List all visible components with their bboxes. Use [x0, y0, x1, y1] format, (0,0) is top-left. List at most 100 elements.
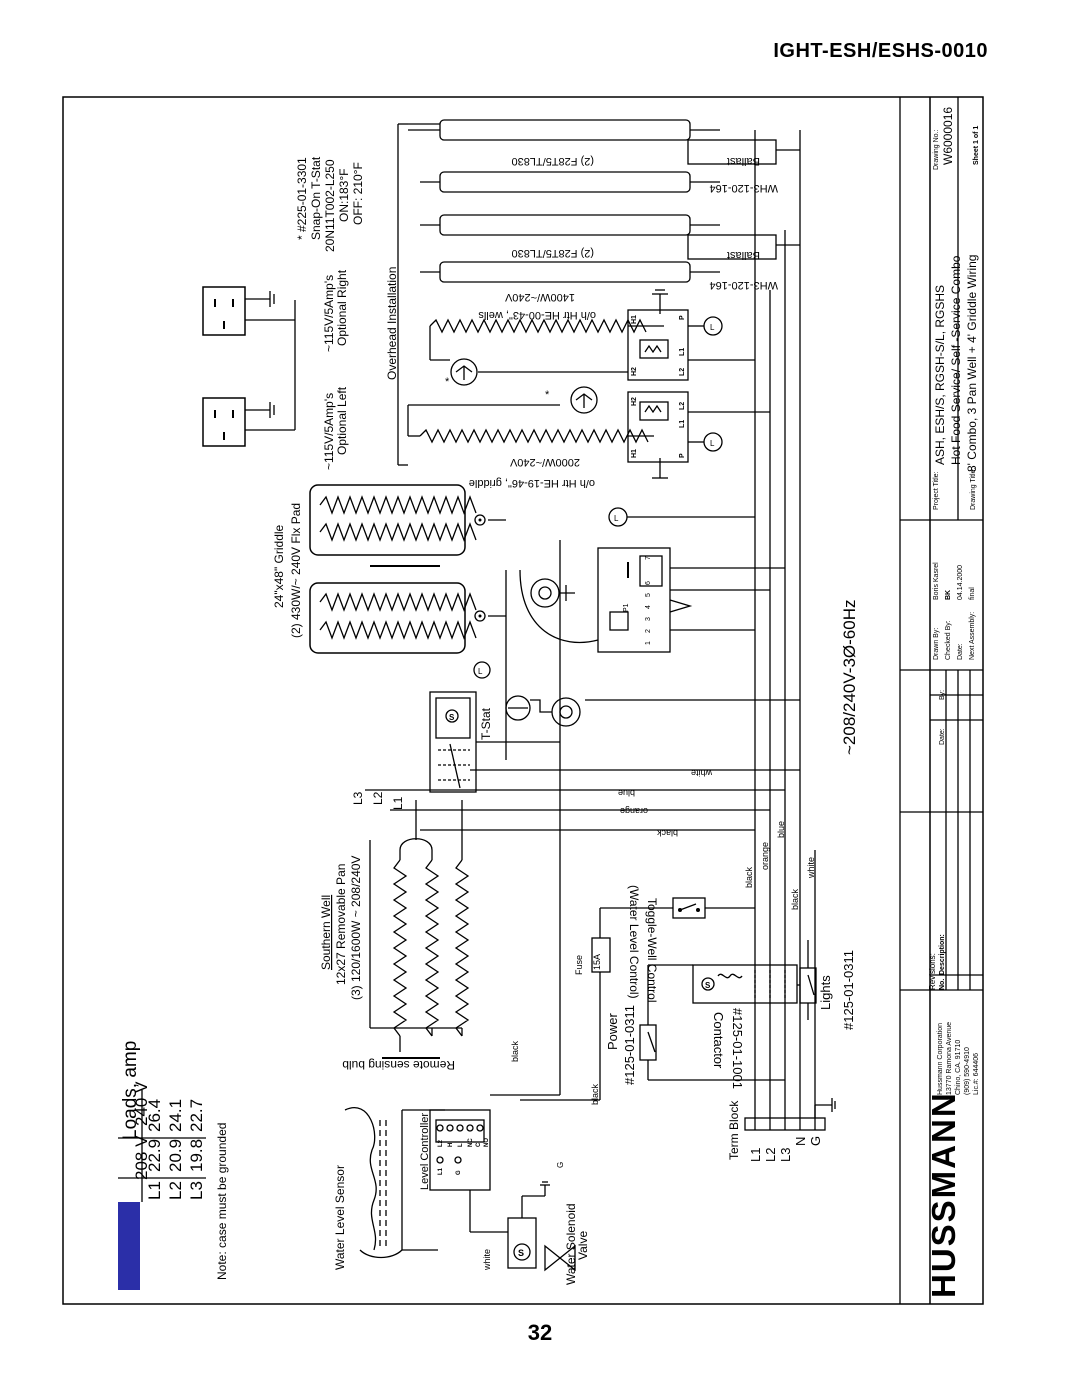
loads-table: Loads, amp L1 L2 L3 22.9 20.9 19.8 26.4 … [118, 1041, 229, 1290]
company-name: Hussmann Corporation [937, 1023, 944, 1095]
relay-lower: L [627, 391, 770, 479]
ballast-upper-label: Ballast [727, 155, 760, 167]
line-label-l1: L1 [391, 796, 405, 810]
loads-col-label: L1 [145, 1181, 164, 1200]
line-label-l2: L2 [371, 791, 385, 805]
fuse [591, 937, 611, 973]
ballast-upper [687, 139, 800, 165]
overhead-heater-wells [429, 318, 664, 386]
revisions-label: Revisions: [928, 953, 937, 990]
griddle-label: 24"x48" Griddle [272, 524, 286, 608]
drawing-frame [62, 96, 984, 1305]
svg-text:L: L [710, 439, 715, 448]
wire-white-label: white [482, 1249, 492, 1271]
removable-pan-label: 12x27 Removable Pan [334, 864, 348, 985]
svg-text:Description:: Description: [939, 934, 946, 975]
svg-text:BK: BK [945, 590, 952, 600]
svg-text:S: S [518, 1248, 524, 1258]
level-controller [429, 1109, 491, 1191]
tstat-label: T-Stat [479, 707, 493, 740]
power-part: #125-01-0311 [622, 1005, 637, 1085]
hussmann-logo: HUSSMANN [925, 1091, 962, 1298]
contactor-part: #125-01-1001 [730, 1008, 745, 1089]
svg-text:G: G [556, 1162, 565, 1168]
ballast-lower-label: Ballast [727, 249, 760, 261]
svg-text:4: 4 [645, 605, 652, 609]
svg-text:H2: H2 [631, 367, 638, 376]
svg-text:Next Assembly:: Next Assembly: [969, 612, 976, 660]
outlet-left-label: ~115V/5Amp's [322, 393, 336, 470]
water-level-sensor [344, 1107, 445, 1259]
griddle-heater-label: o/h Htr HE-19-46", griddle [469, 477, 595, 489]
lamp-lower [420, 214, 720, 283]
southern-well-label: Southern Well [319, 895, 333, 970]
svg-text:S: S [449, 713, 455, 722]
svg-text:G: G [456, 1170, 462, 1175]
svg-text:L1: L1 [748, 1148, 763, 1162]
svg-text:1: 1 [645, 641, 652, 645]
loads-208-l2: 20.9 [166, 1139, 185, 1172]
svg-text:L2: L2 [679, 368, 686, 376]
griddle-heater-rating: 2000W/~240V [509, 456, 580, 468]
water-solenoid-valve: S [469, 1181, 576, 1272]
svg-text:*: * [545, 389, 550, 401]
svg-text:L1: L1 [679, 420, 686, 428]
svg-text:NO: NO [484, 1138, 490, 1147]
svg-text:L2: L2 [679, 402, 686, 410]
lamp-upper [408, 119, 720, 193]
svg-text:P: P [679, 315, 686, 320]
svg-text:final: final [969, 587, 976, 600]
svg-text:Project Title:: Project Title: [933, 471, 940, 510]
company-address-4: Lic.#: 644406 [973, 1053, 980, 1095]
loads-note: Note: case must be grounded [215, 1123, 229, 1280]
lights-switch [799, 967, 817, 1004]
loads-table-accent [118, 1202, 140, 1290]
snap-tstat-label: Snap-On T-Stat [309, 156, 323, 240]
snap-tstat-on: ON:183°F [337, 169, 351, 222]
svg-text:white: white [806, 857, 816, 879]
valve-label: Valve [576, 1231, 590, 1260]
remote-bulb-label: Remote sensing bulb [342, 1058, 455, 1072]
power-switch [639, 1024, 657, 1061]
svg-text:S: S [705, 981, 711, 990]
wells-heater-rating: 1400W/~240V [504, 291, 575, 303]
svg-text:H2: H2 [631, 397, 638, 406]
supply-label: ~208/240V-3Ø-60Hz [840, 600, 859, 755]
project-title: ASH, ESH/S, RGSH-S/L, RGSHS [933, 285, 947, 465]
svg-text:L: L [614, 514, 619, 523]
loads-240-l3: 22.7 [187, 1099, 206, 1132]
level-controller-label: Level Controller [419, 1113, 431, 1190]
svg-text:5: 5 [645, 593, 652, 597]
snap-tstat-off: OFF: 210°F [351, 162, 365, 225]
loads-col-208: 208 V [132, 1135, 151, 1180]
svg-text:No.: No. [939, 979, 946, 990]
svg-text:P1: P1 [623, 603, 630, 612]
term-block [744, 1098, 836, 1131]
svg-text:black: black [790, 888, 800, 910]
svg-text:Checked By:: Checked By: [945, 620, 952, 660]
company-address-2: Chino, CA. 91710 [955, 1040, 962, 1095]
wire-orange: orange [620, 806, 648, 816]
svg-text:L: L [458, 1143, 464, 1147]
svg-text:blue: blue [776, 821, 786, 838]
water-solenoid-label: Water Solenoid [564, 1203, 578, 1285]
power-label: Power [605, 1012, 620, 1050]
svg-text:L: L [478, 667, 483, 676]
drawing-number: W6000016 [941, 107, 955, 165]
well-heaters-label: (3) 120/1600W ~ 208/240V [349, 856, 363, 1000]
overhead-label: Overhead Installation [385, 267, 399, 380]
toggle-switch [672, 897, 706, 919]
loads-col-label: L3 [187, 1181, 206, 1200]
svg-text:Drawn By:: Drawn By: [933, 628, 940, 660]
svg-text:04.14.2000: 04.14.2000 [957, 565, 964, 600]
southern-well-heaters [369, 800, 470, 1052]
svg-text:L3: L3 [778, 1148, 793, 1162]
company-address-1: 13770 Ramona Avenue [946, 1022, 953, 1095]
svg-text:*: * [445, 376, 450, 388]
svg-text:3: 3 [645, 617, 652, 621]
ballast-lower-part: WH3-120-164 [710, 279, 778, 291]
company-address-3: (909) 590-4910 [964, 1047, 971, 1095]
lamp-upper-label: (2) F28T5/TL830 [511, 155, 594, 167]
loads-col-240: 240 V [132, 1081, 151, 1126]
